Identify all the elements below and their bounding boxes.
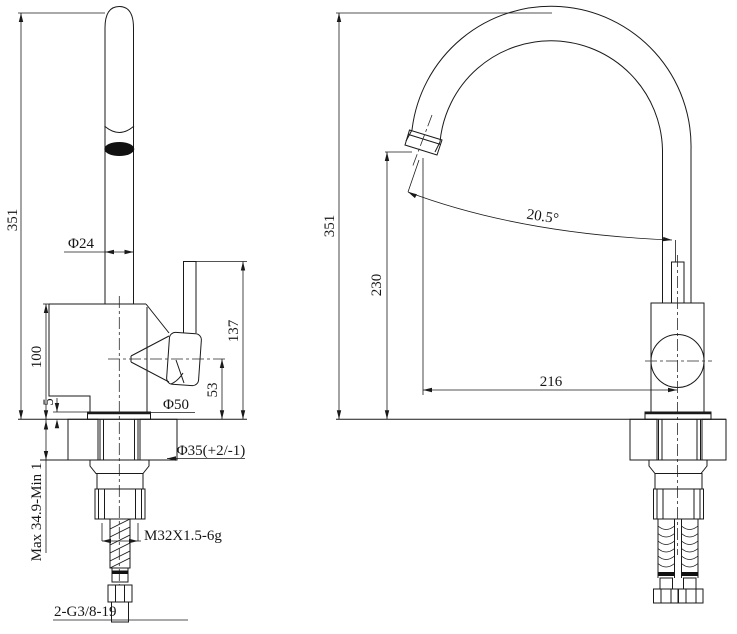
- dim-escutcheon-height: 5: [41, 398, 88, 429]
- dim-inlet-thread: 2-G3/8-19: [53, 604, 188, 621]
- handle-lever: [166, 261, 202, 387]
- hose-hex-nuts: [653, 588, 704, 604]
- dim-label-phi24: Φ24: [68, 236, 94, 252]
- dim-handle-top-height: 137: [196, 261, 247, 420]
- dim-shank-thread: M32X1.5-6g: [101, 523, 222, 544]
- dim-right-total-height: 351: [322, 12, 552, 420]
- aerator-outlet: [104, 142, 135, 156]
- body-chamfer: [145, 303, 170, 334]
- under-counter-stack-right: [648, 459, 708, 604]
- dim-label-5: 5: [41, 398, 57, 406]
- dim-outlet-angle: 20.5°: [407, 159, 676, 262]
- dim-hole-diameter: Φ35(+2/-1): [167, 443, 245, 461]
- gooseneck-spout: [404, 5, 692, 303]
- dim-outlet-height: 230: [369, 151, 412, 420]
- dim-label-m32: M32X1.5-6g: [144, 528, 222, 544]
- handle-base: [166, 331, 202, 387]
- dim-label-g38: 2-G3/8-19: [54, 604, 117, 620]
- mounting-shank-right: [658, 419, 701, 460]
- dim-label-351-left: 351: [5, 209, 21, 232]
- hose-collar: [111, 567, 129, 583]
- mounting-shank: [99, 419, 139, 460]
- dim-label-230: 230: [369, 274, 385, 297]
- valve-body: [48, 303, 170, 412]
- handle-rod: [183, 261, 197, 333]
- countertop-left: [18, 418, 247, 461]
- dim-counter-thickness: Max 34.9-Min 1: [29, 419, 68, 561]
- left-view: 351 Φ24 100 5: [5, 5, 247, 623]
- dim-label-phi35: Φ35(+2/-1): [177, 443, 246, 459]
- spout-tube: [104, 5, 135, 304]
- inlet-pipe: [111, 601, 129, 623]
- dim-spout-diameter: Φ24: [64, 236, 134, 255]
- dim-label-100: 100: [29, 346, 45, 369]
- under-counter-stack-left: [89, 459, 150, 623]
- dim-label-137: 137: [226, 319, 242, 342]
- right-view: 351 230 216 20.5°: [322, 5, 727, 604]
- countertop-right: [336, 418, 727, 461]
- dim-label-max-min: Max 34.9-Min 1: [29, 463, 45, 562]
- dim-label-53: 53: [205, 383, 221, 398]
- tip-centerline: [411, 114, 433, 169]
- spline-nut-right: [653, 488, 704, 520]
- dim-body-height: 100: [29, 303, 49, 420]
- dim-label-351-right: 351: [322, 215, 338, 238]
- dim-base-diameter: Φ50: [149, 397, 195, 413]
- aerator-seam: [104, 125, 135, 133]
- dim-left-total-height: 351: [5, 12, 105, 420]
- dim-label-216: 216: [540, 374, 563, 390]
- dim-label-angle: 20.5°: [525, 207, 559, 228]
- dim-handle-center-height: 53: [205, 359, 225, 420]
- dim-label-phi50: Φ50: [163, 397, 189, 413]
- aerator-tip: [404, 129, 443, 156]
